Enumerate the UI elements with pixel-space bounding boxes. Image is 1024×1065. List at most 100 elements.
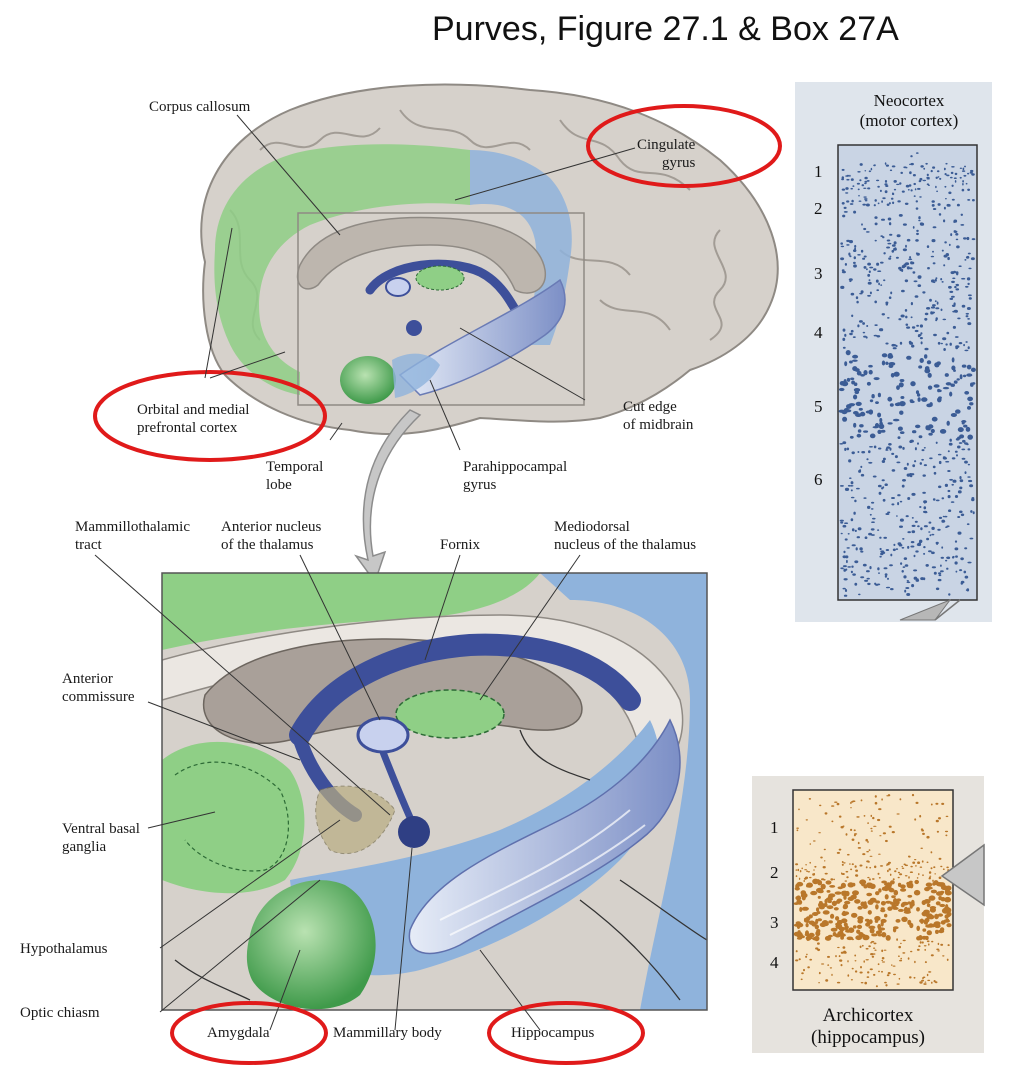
archicortex-layer-2: 2 bbox=[770, 863, 779, 883]
cell-dot bbox=[827, 905, 834, 909]
cell-dot bbox=[920, 848, 923, 849]
cell-dot bbox=[887, 883, 890, 886]
cell-dot bbox=[893, 549, 896, 552]
cell-dot bbox=[959, 487, 962, 490]
cell-dot bbox=[896, 184, 899, 185]
cell-dot bbox=[875, 401, 879, 404]
cell-dot bbox=[930, 534, 932, 536]
cell-dot bbox=[903, 223, 907, 225]
cell-dot bbox=[958, 532, 962, 535]
cell-dot bbox=[896, 515, 898, 517]
cell-dot bbox=[937, 389, 940, 392]
cell-dot bbox=[852, 883, 855, 887]
cell-dot bbox=[955, 409, 961, 413]
cell-dot bbox=[878, 963, 880, 965]
cell-dot bbox=[889, 564, 893, 566]
cell-dot bbox=[880, 553, 883, 555]
cell-dot bbox=[958, 427, 964, 432]
cell-dot bbox=[855, 960, 857, 961]
cell-dot bbox=[860, 966, 862, 968]
cell-dot bbox=[806, 954, 808, 956]
cell-dot bbox=[864, 266, 867, 269]
neocortex-layer-3: 3 bbox=[814, 264, 823, 284]
cell-dot bbox=[896, 938, 898, 941]
cell-dot bbox=[863, 960, 865, 963]
cell-dot bbox=[886, 165, 889, 167]
cell-dot bbox=[961, 449, 965, 451]
cell-dot bbox=[928, 971, 931, 973]
cell-dot bbox=[925, 924, 932, 928]
cell-dot bbox=[869, 446, 873, 448]
cell-dot bbox=[799, 907, 802, 912]
cell-dot bbox=[857, 254, 861, 256]
cell-dot bbox=[900, 172, 903, 174]
cell-dot bbox=[955, 540, 957, 542]
cell-dot bbox=[866, 268, 868, 270]
cell-dot bbox=[920, 462, 922, 465]
cell-dot bbox=[927, 174, 929, 177]
cell-dot bbox=[915, 447, 917, 450]
cell-dot bbox=[844, 334, 846, 337]
cell-dot bbox=[795, 959, 798, 961]
cell-dot bbox=[851, 330, 854, 333]
cell-dot bbox=[850, 485, 854, 487]
cell-dot bbox=[889, 888, 895, 892]
cell-dot bbox=[795, 863, 798, 865]
cell-dot bbox=[888, 443, 892, 446]
cell-dot bbox=[865, 982, 867, 983]
cell-dot bbox=[828, 900, 832, 903]
cell-dot bbox=[868, 901, 872, 904]
cell-dot bbox=[928, 433, 932, 436]
cell-dot bbox=[857, 171, 860, 173]
cell-dot bbox=[950, 233, 952, 236]
cell-dot bbox=[922, 449, 925, 451]
neocortex-layer-5: 5 bbox=[814, 397, 823, 417]
cell-dot bbox=[885, 513, 889, 515]
cell-dot bbox=[851, 566, 853, 568]
cell-dot bbox=[834, 907, 839, 910]
cell-dot bbox=[900, 396, 904, 399]
cell-dot bbox=[868, 462, 872, 464]
cell-dot bbox=[857, 451, 859, 453]
cell-dot bbox=[932, 200, 935, 203]
cell-dot bbox=[859, 408, 863, 411]
cell-dot bbox=[879, 418, 882, 422]
cell-dot bbox=[948, 490, 951, 492]
cell-dot bbox=[856, 547, 858, 550]
cell-dot bbox=[842, 873, 845, 875]
cell-dot bbox=[944, 207, 946, 210]
cell-dot bbox=[893, 966, 896, 967]
cell-dot bbox=[922, 874, 924, 876]
cell-dot bbox=[876, 985, 878, 987]
cell-dot bbox=[898, 955, 900, 957]
cell-dot bbox=[880, 548, 882, 550]
cell-dot bbox=[927, 360, 931, 364]
cell-dot bbox=[964, 461, 968, 464]
cell-dot bbox=[955, 233, 958, 236]
cell-dot bbox=[898, 909, 904, 912]
cell-dot bbox=[892, 903, 895, 906]
cell-dot bbox=[963, 175, 966, 177]
cell-dot bbox=[794, 924, 799, 927]
cell-dot bbox=[936, 901, 941, 905]
cell-dot bbox=[917, 442, 919, 444]
cell-dot bbox=[972, 199, 975, 201]
cell-dot bbox=[931, 527, 934, 530]
cell-dot bbox=[843, 551, 845, 554]
cell-dot bbox=[936, 820, 939, 823]
cell-dot bbox=[917, 525, 920, 527]
cell-dot bbox=[862, 853, 865, 855]
cell-dot bbox=[929, 522, 932, 524]
cell-dot bbox=[920, 337, 923, 339]
cell-dot bbox=[859, 293, 862, 295]
cell-dot bbox=[804, 878, 807, 880]
cell-dot bbox=[903, 248, 907, 251]
cell-dot bbox=[879, 492, 882, 495]
cell-dot bbox=[897, 234, 901, 237]
cell-dot bbox=[801, 972, 804, 974]
cell-dot bbox=[890, 170, 892, 172]
cell-dot bbox=[817, 949, 820, 951]
cell-dot bbox=[850, 188, 853, 190]
cell-dot bbox=[878, 808, 881, 810]
cell-dot bbox=[968, 253, 971, 255]
